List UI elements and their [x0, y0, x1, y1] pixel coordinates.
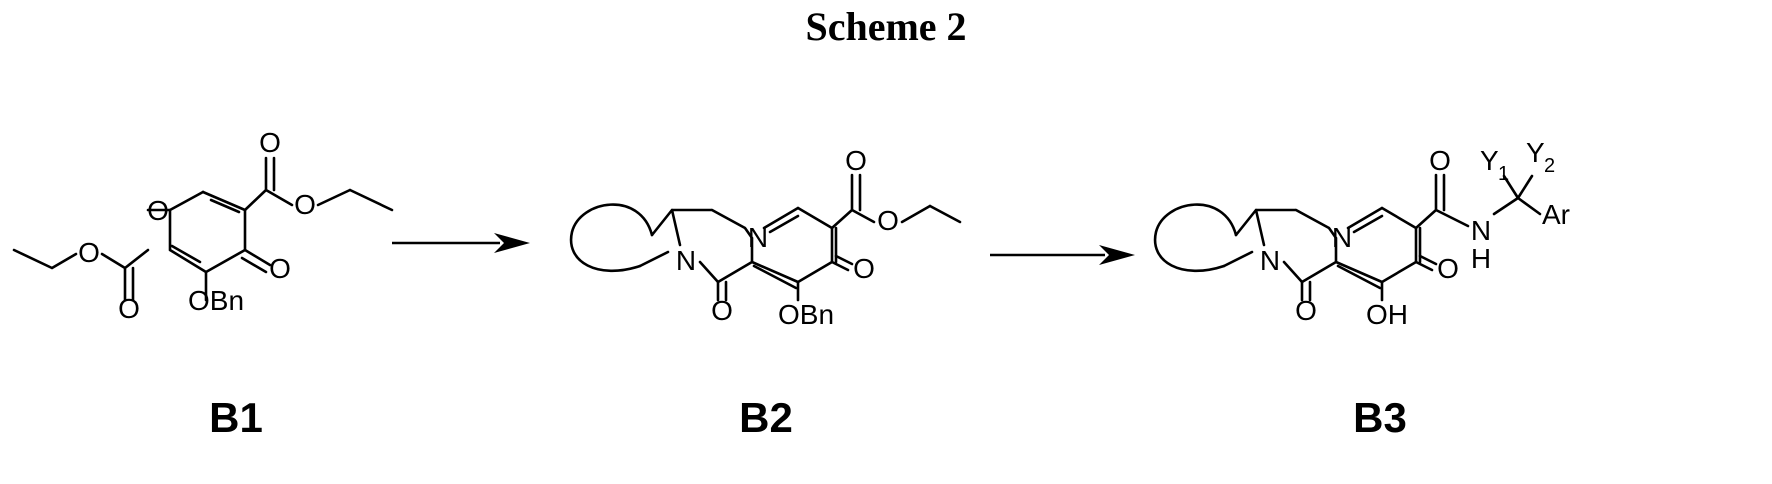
b3-amide-o: O	[1295, 295, 1317, 326]
b3-y1: Y	[1480, 145, 1499, 176]
structure-b3: N N O Y 1 Y 2 N H Ar O O OH	[1155, 137, 1570, 330]
b1-carbonyl-o-bottom: O	[118, 293, 140, 324]
b3-n-ring: N	[1332, 222, 1352, 253]
compound-label-b3: B3	[1353, 394, 1407, 441]
b2-n-amide: N	[676, 245, 696, 276]
b3-ketone-o: O	[1437, 253, 1459, 284]
b3-nh-n: N	[1471, 215, 1491, 246]
reaction-arrow-2	[990, 245, 1135, 265]
b1-upper-ester-bonds	[245, 158, 392, 210]
b3-y2: Y	[1526, 137, 1545, 168]
b3-y1-subscript: 1	[1498, 163, 1509, 185]
b2-carbonyl-o-top: O	[845, 145, 867, 176]
b3-carbonyl-o-top: O	[1429, 145, 1451, 176]
compound-label-b1: B1	[209, 394, 263, 441]
b2-ester-o: O	[877, 205, 899, 236]
b2-ketone-o: O	[853, 253, 875, 284]
scheme-title: Scheme 2	[805, 4, 966, 49]
b1-carbonyl-o-top: O	[259, 127, 281, 158]
b2-n-ring: N	[748, 222, 768, 253]
structure-b1: O O O O O O OBn	[14, 127, 392, 324]
b3-n-amide: N	[1260, 245, 1280, 276]
b1-ester-o-right: O	[294, 189, 316, 220]
b2-ring-bonds	[640, 208, 832, 282]
b3-oh: OH	[1366, 299, 1408, 330]
b1-obn: OBn	[188, 285, 244, 316]
b3-nh-h: H	[1471, 243, 1491, 274]
b2-obn: OBn	[778, 299, 834, 330]
b1-ring-o: O	[147, 195, 169, 226]
b1-ketone-o: O	[269, 253, 291, 284]
b1-ester-o-left: O	[78, 237, 100, 268]
b3-ring-bonds	[1224, 208, 1416, 282]
b1-ketone-bond	[242, 250, 270, 272]
structure-b2: N N O O O O OBn	[571, 145, 960, 330]
compound-label-b2: B2	[739, 394, 793, 441]
b3-y2-subscript: 2	[1544, 155, 1555, 177]
b3-cycloalkyl-ring	[1155, 205, 1236, 271]
b2-cycloalkyl-ring	[571, 205, 652, 271]
b2-amide-o: O	[711, 295, 733, 326]
b3-ar: Ar	[1542, 199, 1570, 230]
reaction-arrow-1	[392, 233, 530, 253]
